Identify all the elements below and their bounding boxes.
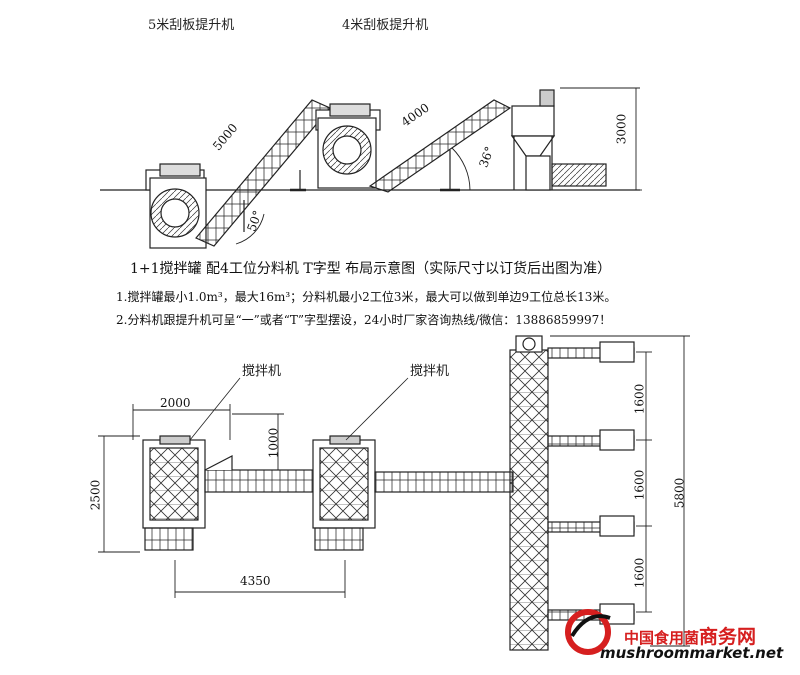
caption-note-2: 2.分料机跟提升机可呈“一”或者“T”字型摆设，24小时厂家咨询热线/微信：13… xyxy=(116,313,612,327)
dim-2500: 2500 xyxy=(88,479,103,511)
side-mixer-2 xyxy=(315,103,381,189)
dim-2500-line xyxy=(98,435,140,553)
plan-station-2 xyxy=(547,429,635,451)
leader-line-left xyxy=(189,377,241,441)
dim-1600-lines xyxy=(636,351,652,613)
plan-conveyor-1 xyxy=(204,455,316,493)
leader-line-right xyxy=(345,377,409,441)
label-mixer-right: 搅拌机 xyxy=(410,364,450,379)
watermark-cn: 中国食用菌商务网 xyxy=(624,626,757,648)
side-conveyor-4m xyxy=(368,99,512,193)
label-4m-lifter: 4米刮板提升机 xyxy=(342,18,429,33)
caption-title: 1+1搅拌罐 配4工位分料机 T字型 布局示意图（实际尺寸以订货后出图为准） xyxy=(130,261,612,277)
caption-note-1: 1.搅拌罐最小1.0m³，最大16m³；分料机最小2工位3米，最大可以做到单边9… xyxy=(116,290,617,304)
dim-1000: 1000 xyxy=(266,427,281,459)
label-mixer-left: 搅拌机 xyxy=(242,364,282,379)
plan-view xyxy=(98,335,690,651)
dim-2000: 2000 xyxy=(160,396,191,410)
label-5m-lifter: 5米刮板提升机 xyxy=(148,18,235,33)
plan-mixer-2 xyxy=(312,435,376,551)
plan-conveyor-2 xyxy=(374,471,514,493)
watermark-cn-strong: 商务网 xyxy=(699,626,757,648)
plan-distribution-conveyor xyxy=(509,335,549,651)
plan-mixer-1 xyxy=(142,435,206,551)
plan-station-1 xyxy=(547,341,635,363)
plan-station-3 xyxy=(547,515,635,537)
side-view xyxy=(100,87,642,249)
dim-4350-line xyxy=(174,560,346,598)
side-hopper-machine xyxy=(510,89,607,191)
dim-3000-line xyxy=(560,87,642,191)
watermark-en: mushroommarket.net xyxy=(600,644,784,662)
dim-1600-a: 1600 xyxy=(632,383,647,415)
dim-5800-line xyxy=(550,335,690,647)
dim-3000: 3000 xyxy=(614,113,629,145)
watermark-logo-mark xyxy=(565,609,611,655)
side-mixer-1 xyxy=(145,163,207,249)
dim-1600-b: 1600 xyxy=(632,469,647,501)
dim-4350: 4350 xyxy=(240,574,271,588)
dim-5800: 5800 xyxy=(672,477,687,509)
dim-1600-c: 1600 xyxy=(632,557,647,589)
side-conveyor-5m xyxy=(195,99,331,247)
